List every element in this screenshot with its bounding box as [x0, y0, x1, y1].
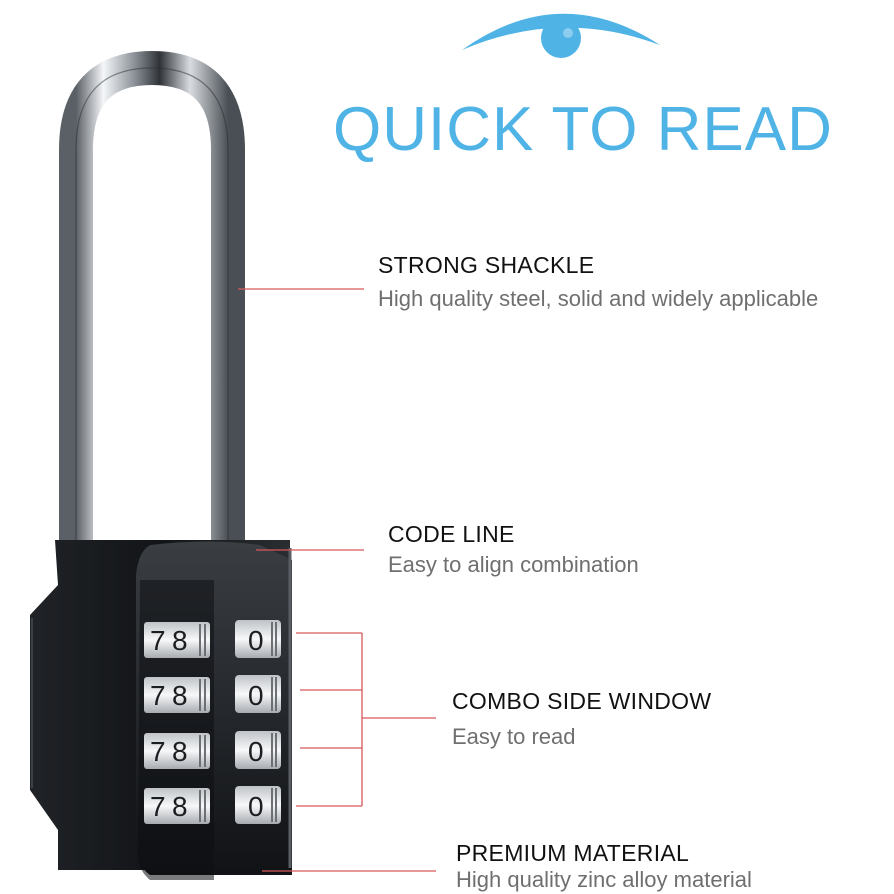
- dial-digit: 8: [172, 680, 188, 711]
- right-dial-windows: [235, 620, 281, 824]
- dial-digit: 7: [150, 680, 166, 711]
- feature-title-combo-side-window: COMBO SIDE WINDOW: [452, 688, 712, 714]
- dial-digit: 0: [248, 680, 264, 711]
- feature-title-premium-material: PREMIUM MATERIAL: [456, 840, 690, 866]
- dial-digit: 7: [150, 736, 166, 767]
- dial-digit: 0: [248, 736, 264, 767]
- dial-digit: 7: [150, 625, 166, 656]
- dial-digit: 0: [248, 625, 264, 656]
- dial-digit: 8: [172, 791, 188, 822]
- dial-digit: 8: [172, 625, 188, 656]
- dial-digit: 8: [172, 736, 188, 767]
- left-dial-windows: [144, 622, 210, 824]
- feature-desc-premium-material: High quality zinc alloy material: [456, 867, 752, 892]
- dial-digit: 0: [248, 791, 264, 822]
- feature-desc-code-line: Easy to align combination: [388, 552, 639, 577]
- dial-digit: 7: [150, 791, 166, 822]
- feature-title-strong-shackle: STRONG SHACKLE: [378, 252, 595, 278]
- headline: QUICK TO READ: [333, 95, 833, 164]
- feature-desc-strong-shackle: High quality steel, solid and widely app…: [378, 286, 819, 311]
- feature-desc-combo-side-window: Easy to read: [452, 724, 576, 749]
- feature-title-code-line: CODE LINE: [388, 521, 515, 547]
